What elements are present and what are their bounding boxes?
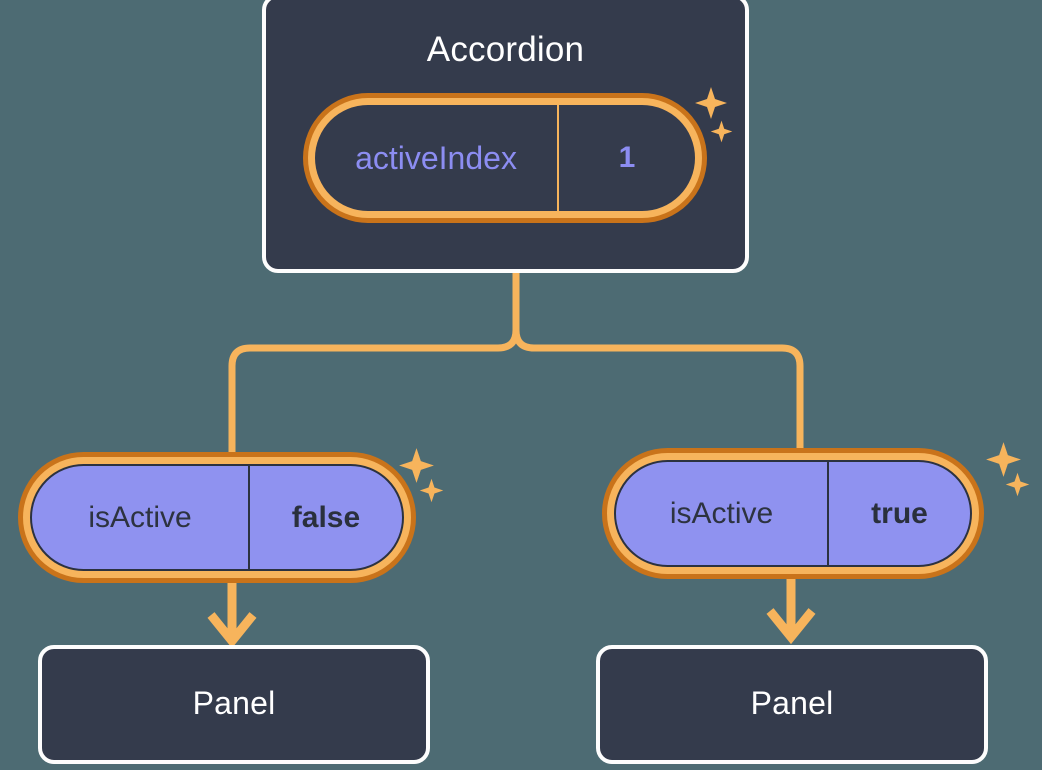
panel-component-card-right: Panel (596, 645, 988, 764)
panel-card-title: Panel (192, 685, 276, 721)
state-value-label: true (871, 496, 928, 530)
sparkle-icon (419, 478, 444, 503)
pill-body: isActive true (614, 460, 972, 567)
pill-body: activeIndex 1 (315, 105, 695, 211)
state-value-label: false (291, 500, 361, 534)
state-key-label: isActive (616, 462, 829, 565)
state-key-label: activeIndex (315, 105, 559, 211)
state-value-label: 1 (618, 141, 636, 174)
sparkle-icon (986, 442, 1021, 477)
accordion-card-title: Accordion (426, 30, 585, 69)
pill-ring: isActive true (607, 453, 979, 574)
state-key-label: isActive (32, 466, 250, 569)
pill-body: isActive false (30, 464, 404, 571)
pill-ring: isActive false (23, 457, 411, 578)
panel-card-title: Panel (750, 685, 834, 721)
state-pill-is-active-true[interactable]: isActive true (602, 448, 984, 579)
state-pill-is-active-false[interactable]: isActive false (18, 452, 416, 583)
pill-ring: activeIndex 1 (308, 98, 702, 218)
panel-component-card-left: Panel (38, 645, 430, 764)
state-pill-active-index[interactable]: activeIndex 1 (303, 93, 707, 223)
sparkle-icon (1005, 472, 1030, 497)
